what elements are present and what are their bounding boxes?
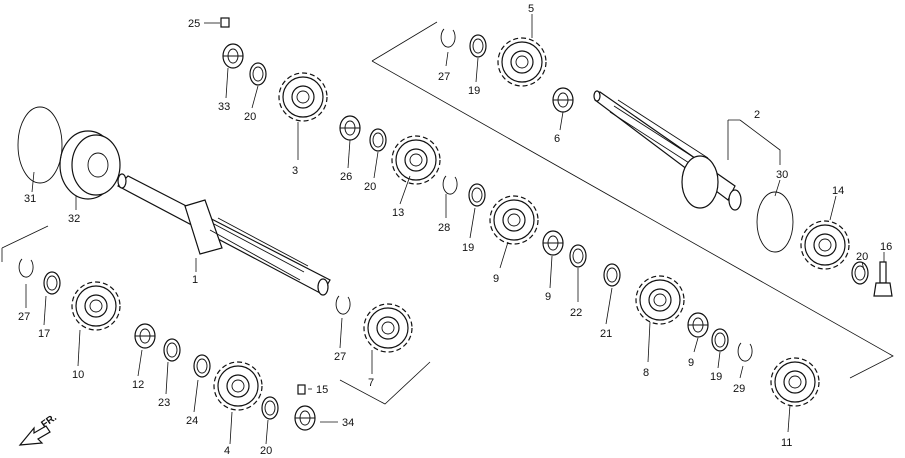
- bearing-34: [294, 405, 316, 431]
- washer-19-mid: [468, 183, 486, 207]
- washer-20-bottom: [261, 396, 279, 420]
- callout-19-bottom: 19: [710, 371, 722, 383]
- callout-18: 17: [38, 328, 50, 340]
- callout-24: 23: [158, 397, 170, 409]
- callout-20-top: 20: [244, 111, 256, 123]
- mainshaft-assembly-outline: [1, 225, 431, 405]
- countershaft: [593, 90, 742, 211]
- callout-11: 10: [72, 369, 84, 381]
- callout-9-lower: 9: [688, 357, 694, 369]
- circlip-27-bottom: [737, 342, 753, 362]
- callout-23: 22: [570, 307, 582, 319]
- leader-lines: [25, 14, 885, 445]
- callout-10: 9: [493, 273, 499, 285]
- callout-26-right: 27: [334, 351, 346, 363]
- callout-17: 16: [880, 241, 892, 253]
- bolt-17: [873, 261, 893, 297]
- washer-21: [851, 261, 869, 285]
- callout-20-mid: 20: [364, 181, 376, 193]
- gear-10: [489, 195, 539, 245]
- bushing-13: [134, 323, 156, 349]
- callout-15: 14: [832, 185, 844, 197]
- callout-25: 24: [186, 415, 198, 427]
- washer-18: [43, 271, 61, 295]
- callout-27-top: 27: [438, 71, 450, 83]
- gear-4: [213, 361, 263, 411]
- bearing-33: [222, 43, 244, 69]
- snap-ring-28: [756, 191, 794, 253]
- callout-28: 30: [776, 169, 788, 181]
- callout-3: 3: [292, 165, 298, 177]
- callout-19-top: 19: [468, 85, 480, 97]
- countershaft-assembly-outline: [371, 21, 894, 379]
- bushing-9-lower: [687, 312, 709, 338]
- washer-20-top: [249, 62, 267, 86]
- gear-11: [71, 281, 121, 331]
- bushing-9-upper: [542, 230, 564, 256]
- front-direction-arrow-icon: [18, 425, 51, 446]
- pin-30: [220, 17, 230, 28]
- gear-3: [278, 72, 328, 122]
- callout-8: 8: [643, 367, 649, 379]
- callout-14: 13: [392, 207, 404, 219]
- callout-13: 12: [132, 379, 144, 391]
- washer-19-top: [469, 34, 487, 58]
- bearing-31: [339, 115, 361, 141]
- bearing-32: [59, 130, 121, 200]
- circlip-27-mid: [442, 175, 458, 195]
- pin-16: [297, 384, 306, 395]
- callout-9-upper: 9: [545, 291, 551, 303]
- gear-14: [391, 135, 441, 185]
- callout-19-mid: 19: [462, 242, 474, 254]
- callout-22: 21: [600, 328, 612, 340]
- callout-27-bottom: 29: [733, 383, 745, 395]
- lock-washer-25: [193, 354, 211, 378]
- bearing-6: [552, 87, 574, 113]
- callout-21: 20: [856, 251, 868, 263]
- callout-7: 7: [368, 377, 374, 389]
- callout-31: 26: [340, 171, 352, 183]
- callout-5: 5: [528, 3, 534, 15]
- circlip-27-top: [440, 28, 456, 48]
- snap-ring-29: [17, 106, 63, 184]
- callout-2: 2: [754, 109, 760, 121]
- callout-20-bottom: 20: [260, 445, 272, 457]
- mainshaft: [117, 173, 331, 296]
- washer-19-bottom: [711, 328, 729, 352]
- callout-12: 11: [781, 437, 792, 449]
- callout-29: 31: [24, 193, 36, 205]
- lock-washer-24: [163, 338, 181, 362]
- gear-12: [770, 357, 820, 407]
- lock-washer-23: [569, 244, 587, 268]
- callout-32: 32: [68, 213, 80, 225]
- callout-16: 15: [316, 384, 328, 396]
- callout-30: 25: [188, 18, 200, 30]
- callout-33: 33: [218, 101, 230, 113]
- gear-5: [497, 37, 547, 87]
- callout-26-left: 27: [18, 311, 30, 323]
- gear-7: [363, 303, 413, 353]
- gear-8: [635, 275, 685, 325]
- callout-34: 34: [342, 417, 354, 429]
- circlip-26-left: [18, 258, 34, 278]
- circlip-26-right: [335, 295, 351, 315]
- washer-20-mid: [369, 128, 387, 152]
- callout-4: 4: [224, 445, 230, 457]
- callout-1: 1: [192, 274, 198, 286]
- callout-6: 6: [554, 133, 560, 145]
- sprocket-15: [800, 220, 850, 270]
- callout-27-mid: 28: [438, 222, 450, 234]
- washer-22: [603, 263, 621, 287]
